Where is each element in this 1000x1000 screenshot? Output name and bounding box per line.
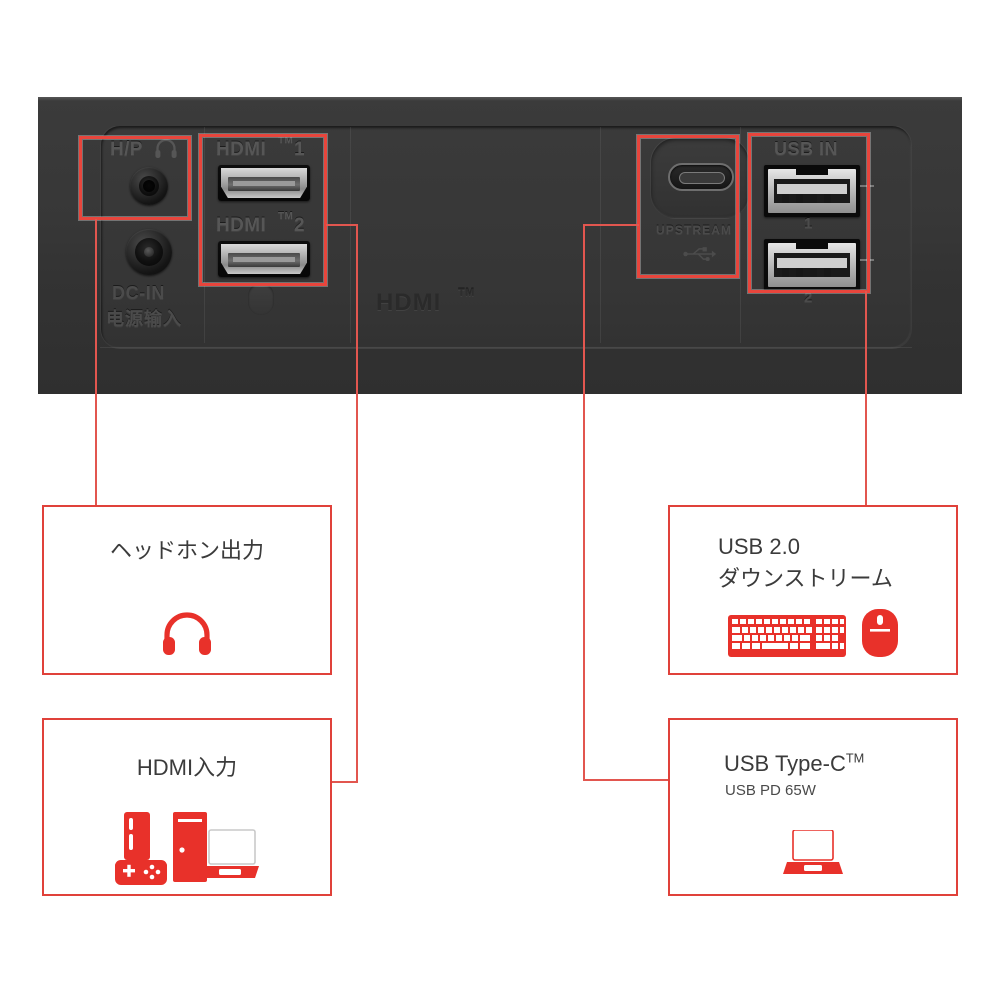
keyboard-icon xyxy=(728,615,846,657)
laptop-icon xyxy=(199,829,259,878)
dc-in-label-cn: 电源输入 xyxy=(106,309,182,329)
game-console-icon xyxy=(115,812,167,885)
desktop-pc-icon xyxy=(173,812,207,882)
panel-seam-right xyxy=(740,127,741,343)
callout-usb-type-c-subtitle: USB PD 65W xyxy=(725,782,816,799)
headphone-jack-port xyxy=(130,167,168,205)
callout-usb-type-c-title-text: USB Type-C xyxy=(724,751,846,776)
callout-headphone-out-icons xyxy=(44,605,330,657)
usb-c-port xyxy=(668,163,734,191)
screw-boss xyxy=(248,283,274,315)
panel-top-sheen xyxy=(38,97,962,101)
highlight-usb-c-upstream xyxy=(637,135,739,278)
leader-usbc-vertical xyxy=(583,224,585,781)
callout-usb-type-c-title-trademark: TM xyxy=(845,750,865,766)
leader-headphone-vertical xyxy=(95,219,97,507)
monitor-rear-panel: H/P DC-IN 电源输入 HDMI TM 1 HDMI TM xyxy=(38,97,962,394)
callout-hdmi-input[interactable]: HDMI入力 xyxy=(42,718,332,896)
hdmi1-port xyxy=(218,165,310,201)
callout-usb-type-c-icons xyxy=(670,830,956,880)
callout-hdmi-input-title: HDMI入力 xyxy=(136,755,238,780)
usb-downstream-port-1 xyxy=(764,165,860,217)
mouse-icon xyxy=(862,609,898,657)
usb-in-label: USB IN xyxy=(774,139,839,159)
hdmi1-number: 1 xyxy=(294,139,305,160)
leader-usb-downstream-vertical xyxy=(865,291,867,507)
callout-usb-downstream[interactable]: USB 2.0 ダウンストリーム xyxy=(668,505,958,675)
leader-hdmi-bottom-horizontal xyxy=(332,781,358,783)
laptop-icon xyxy=(783,830,843,874)
callout-usb-downstream-title: USB 2.0 ダウンストリーム xyxy=(718,534,893,591)
upstream-label: UPSTREAM xyxy=(656,223,733,237)
usb-trident-icon xyxy=(683,247,717,261)
headphone-icon xyxy=(155,138,177,158)
dc-in-label: DC-IN xyxy=(112,283,165,303)
callout-usb-type-c[interactable]: USB Type-CTM USB PD 65W xyxy=(668,718,958,896)
leader-hdmi-vertical xyxy=(356,224,358,783)
usb-port-2-number: 2 xyxy=(804,289,813,306)
leader-hdmi-top-horizontal xyxy=(326,224,358,226)
usb-port-1-number: 1 xyxy=(804,215,813,232)
callout-usb-downstream-icons xyxy=(670,609,956,657)
highlight-hdmi-ports xyxy=(199,134,327,286)
hdmi1-label: HDMI xyxy=(216,139,267,160)
panel-seam-mid-left xyxy=(350,127,351,343)
panel-seam-left xyxy=(204,127,205,343)
dc-in-port xyxy=(126,229,172,275)
leader-usbc-bottom-horizontal xyxy=(583,779,671,781)
callout-headphone-out-title: ヘッドホン出力 xyxy=(109,538,264,563)
hdmi2-port xyxy=(218,241,310,277)
hdmi1-trademark: TM xyxy=(278,135,294,146)
panel-recess xyxy=(100,125,912,349)
highlight-headphone-jack xyxy=(79,136,191,220)
headphones-icon xyxy=(163,612,211,655)
hdmi2-trademark: TM xyxy=(278,211,294,222)
callout-headphone-out[interactable]: ヘッドホン出力 xyxy=(42,505,332,675)
hdmi2-number: 2 xyxy=(294,215,305,236)
callout-hdmi-input-icons xyxy=(44,812,330,886)
highlight-usb-downstream xyxy=(748,133,870,293)
hdmi2-label: HDMI xyxy=(216,215,267,236)
hdmi-logo-trademark: TM xyxy=(458,287,475,299)
headphone-label: H/P xyxy=(110,139,143,160)
leader-usbc-top-horizontal xyxy=(583,224,639,226)
usb-downstream-port-2 xyxy=(764,239,860,291)
callout-usb-type-c-title: USB Type-CTM xyxy=(724,748,940,780)
panel-seam-mid-right xyxy=(600,127,601,343)
hdmi-logo: HDMI xyxy=(376,289,442,316)
panel-recess-bottom-line xyxy=(100,347,912,348)
